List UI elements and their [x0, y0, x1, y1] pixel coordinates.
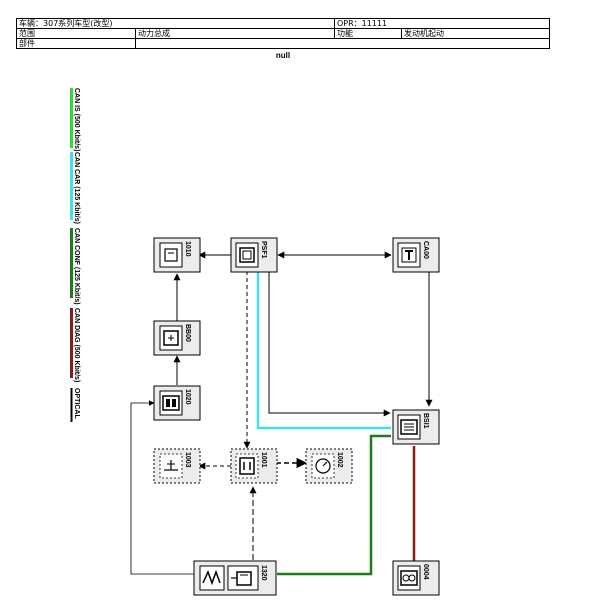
legend-optical-label: OPTICAL [73, 388, 80, 419]
antenna-icon [401, 247, 417, 263]
component-1002[interactable]: 1002 [305, 448, 353, 484]
legend-can-conf-swatch [70, 228, 73, 298]
component-1010-label: 1010 [184, 241, 191, 257]
component-1020-label: 1020 [184, 389, 191, 405]
ecu-icon [239, 457, 255, 475]
legend-can-conf: CAN CONF (125 Kbit/s) [70, 228, 80, 305]
legend-can-is: CAN IS (500 Kbit/s) [70, 88, 80, 151]
legend-can-diag-label: CAN DIAG (500 Kbit/s) [73, 308, 80, 382]
engine-ecu-icon [199, 565, 259, 591]
component-1010[interactable]: 1010 [153, 237, 201, 273]
component-psf1-label: PSF1 [260, 241, 267, 259]
component-0004[interactable]: 0004 [392, 560, 440, 596]
component-1320-label: 1320 [260, 565, 267, 581]
module-icon [164, 248, 178, 262]
component-bb00-label: BB00 [184, 324, 191, 342]
legend-can-car: CAN CAR (125 Kbit/s) [70, 152, 80, 224]
component-bsi1[interactable]: BSI1 [392, 409, 440, 445]
legend-can-car-label: CAN CAR (125 Kbit/s) [73, 152, 80, 224]
legend-optical: OPTICAL [70, 388, 80, 422]
gauge-icon [315, 458, 331, 474]
legend-can-conf-label: CAN CONF (125 Kbit/s) [73, 228, 80, 305]
diagram-subtitle: null [275, 51, 291, 60]
component-bb00[interactable]: BB00 [153, 320, 201, 356]
legend-can-is-label: CAN IS (500 Kbit/s) [73, 88, 80, 151]
wire-can-conf [277, 434, 391, 576]
wire-psf1-bsi1 [268, 271, 391, 417]
component-ca00-label: CA00 [422, 241, 429, 259]
component-0004-label: 0004 [422, 564, 429, 580]
starter-icon [162, 395, 180, 411]
parts-value [135, 38, 550, 49]
legend: CAN IS (500 Kbit/s) CAN CAR (125 Kbit/s)… [70, 88, 80, 422]
control-unit-icon [400, 419, 418, 435]
component-1320[interactable]: 1320 [193, 560, 277, 596]
legend-can-diag-swatch [70, 308, 73, 378]
wire-1320-1020 [130, 400, 194, 575]
component-ca00[interactable]: CA00 [392, 237, 440, 273]
connections [130, 251, 433, 576]
component-1020[interactable]: 1020 [153, 385, 201, 421]
battery-icon [163, 330, 179, 346]
sensor-icon [164, 460, 178, 471]
component-1003-label: 1003 [184, 452, 191, 468]
instrument-panel-icon [400, 570, 418, 586]
component-bsi1-label: BSI1 [422, 413, 429, 429]
component-1001-label: 1001 [260, 452, 267, 468]
component-psf1[interactable]: PSF1 [230, 237, 278, 273]
component-1002-label: 1002 [336, 452, 343, 468]
chip-icon [239, 247, 255, 263]
header-table: 车辆：307系列车型(改型) OPR：11111 范围 动力总成 功能 发动机起… [16, 18, 550, 49]
legend-can-car-swatch [70, 152, 73, 220]
legend-can-is-swatch [70, 88, 73, 148]
component-1001[interactable]: 1001 [230, 448, 278, 484]
legend-can-diag: CAN DIAG (500 Kbit/s) [70, 308, 80, 382]
wire-can-car [256, 271, 391, 430]
component-1003[interactable]: 1003 [153, 448, 201, 484]
